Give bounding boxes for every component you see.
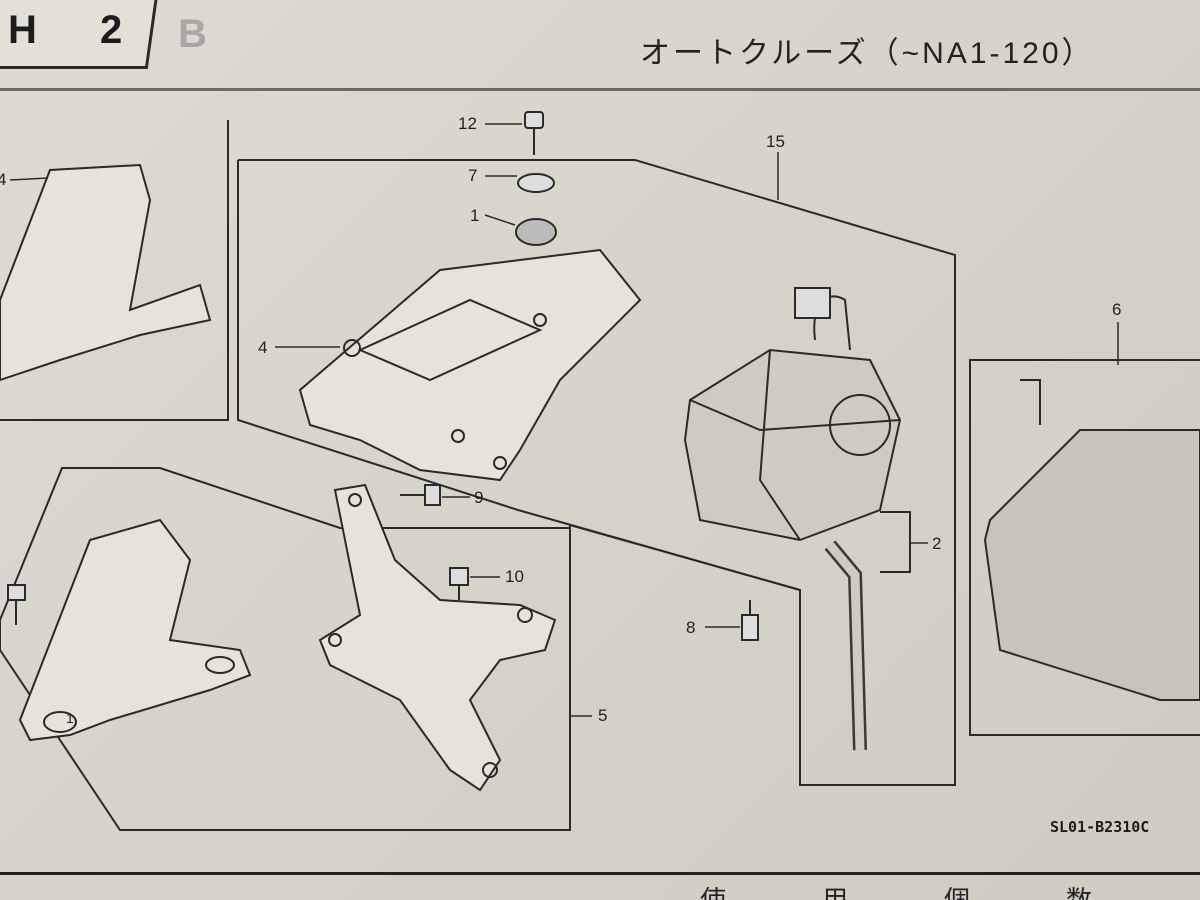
callout-1-left: 1 [66,710,74,726]
bracket-4-drawing [298,248,642,482]
grommet-1-drawing [515,218,557,246]
header-rule [0,88,1200,91]
usage-quantity-header: 使用個数 [700,885,1189,900]
bolt-10-drawing [449,567,469,600]
drawing-code: SL01-B2310C [1050,818,1150,836]
collar-7-drawing [517,173,555,193]
callout-2: 2 [932,534,942,553]
bracket-5-drawing [318,483,557,792]
callout-5: 5 [598,706,608,725]
bolt-left-drawing [7,584,26,625]
frame-edge [237,160,801,591]
group-frame-left [0,120,229,421]
table-rule [0,872,1200,875]
left-bracket-upper-drawing [0,163,212,382]
left-bracket-lower-drawing [18,518,252,742]
leader-lines [9,123,1119,717]
callout-9: 9 [474,488,484,507]
callout-1: 1 [470,206,480,225]
group-frame-upper [0,159,956,831]
cover-6-drawing [983,429,1200,701]
bleed-through-text: B [178,12,207,56]
bracket-4-fold [357,298,543,382]
callout-12: 12 [458,114,477,133]
callout-10: 10 [505,567,524,586]
page-title: オートクルーズ（~NA1-120） [640,37,1095,70]
bolt-8-drawing [741,600,759,641]
bolt-9-drawing [400,484,441,506]
section-letter: H [8,8,37,52]
callout-8: 8 [686,618,696,637]
callout-7: 7 [468,166,478,185]
group-frame-right [969,359,1200,736]
callout-15: 15 [766,132,785,151]
bolt-12-drawing [524,111,544,129]
actuator-15-drawing [683,348,902,542]
section-number: 2 [100,8,123,52]
callout-4: 4 [258,338,268,357]
callout-6: 6 [1112,300,1122,319]
callout-4-left: 4 [0,170,7,189]
